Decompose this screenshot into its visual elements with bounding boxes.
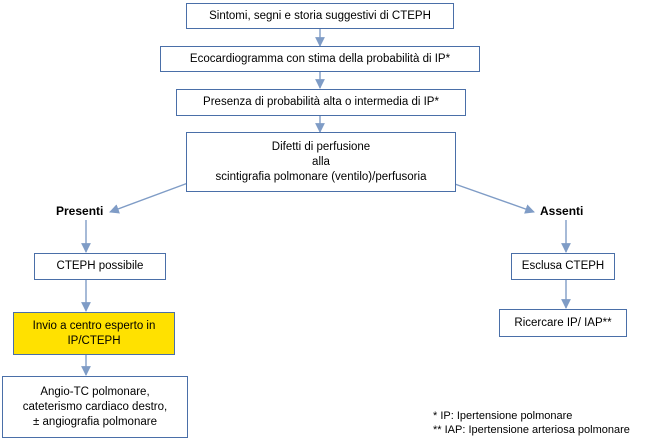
node-diagnostics-line3: ± angiografia polmonare [33, 415, 157, 428]
node-probability: Presenza di probabilità alta o intermedi… [176, 89, 466, 116]
node-perfusion-line3: scintigrafia polmonare (ventilo)/perfuso… [215, 170, 427, 183]
node-perfusion: Difetti di perfusione alla scintigrafia … [186, 132, 456, 192]
node-echocardiogram-text: Ecocardiogramma con stima della probabil… [189, 52, 451, 65]
node-perfusion-line2: alla [312, 155, 330, 168]
arrow-perf-to-absent [451, 182, 535, 214]
node-cteph-excluded: Esclusa CTEPH [511, 253, 615, 280]
node-cteph-excluded-text: Esclusa CTEPH [521, 260, 605, 272]
footnotes: * IP: Ipertensione polmonare ** IAP: Ipe… [433, 409, 630, 437]
node-search-ip-text: Ricercare IP/ IAP** [514, 316, 612, 329]
node-expert-center-line2: IP/CTEPH [67, 334, 121, 347]
node-expert-center: Invio a centro esperto in IP/CTEPH [13, 312, 175, 355]
node-cteph-possible: CTEPH possibile [34, 253, 166, 280]
node-diagnostics: Angio-TC polmonare, cateterismo cardiaco… [2, 376, 188, 438]
node-diagnostics-line1: Angio-TC polmonare, [40, 385, 150, 398]
node-probability-text: Presenza di probabilità alta o intermedi… [203, 96, 439, 108]
branch-present-label: Presenti [56, 204, 104, 218]
node-expert-center-line1: Invio a centro esperto in [32, 319, 156, 332]
node-search-ip: Ricercare IP/ IAP** [499, 309, 627, 337]
branch-absent-label: Assenti [540, 204, 584, 218]
node-echocardiogram: Ecocardiogramma con stima della probabil… [160, 46, 480, 72]
arrow-perf-to-present [109, 182, 189, 214]
footnote-iap: ** IAP: Ipertensione arteriosa polmonare [433, 424, 630, 436]
node-diagnostics-line2: cateterismo cardiaco destro, [22, 400, 168, 413]
node-perfusion-line1: Difetti di perfusione [271, 140, 371, 153]
node-cteph-possible-text: CTEPH possibile [56, 260, 144, 272]
node-symptoms-text: Sintomi, segni e storia suggestivi di CT… [209, 9, 431, 22]
node-symptoms: Sintomi, segni e storia suggestivi di CT… [186, 3, 454, 29]
footnote-ip: * IP: Ipertensione polmonare [433, 410, 573, 422]
